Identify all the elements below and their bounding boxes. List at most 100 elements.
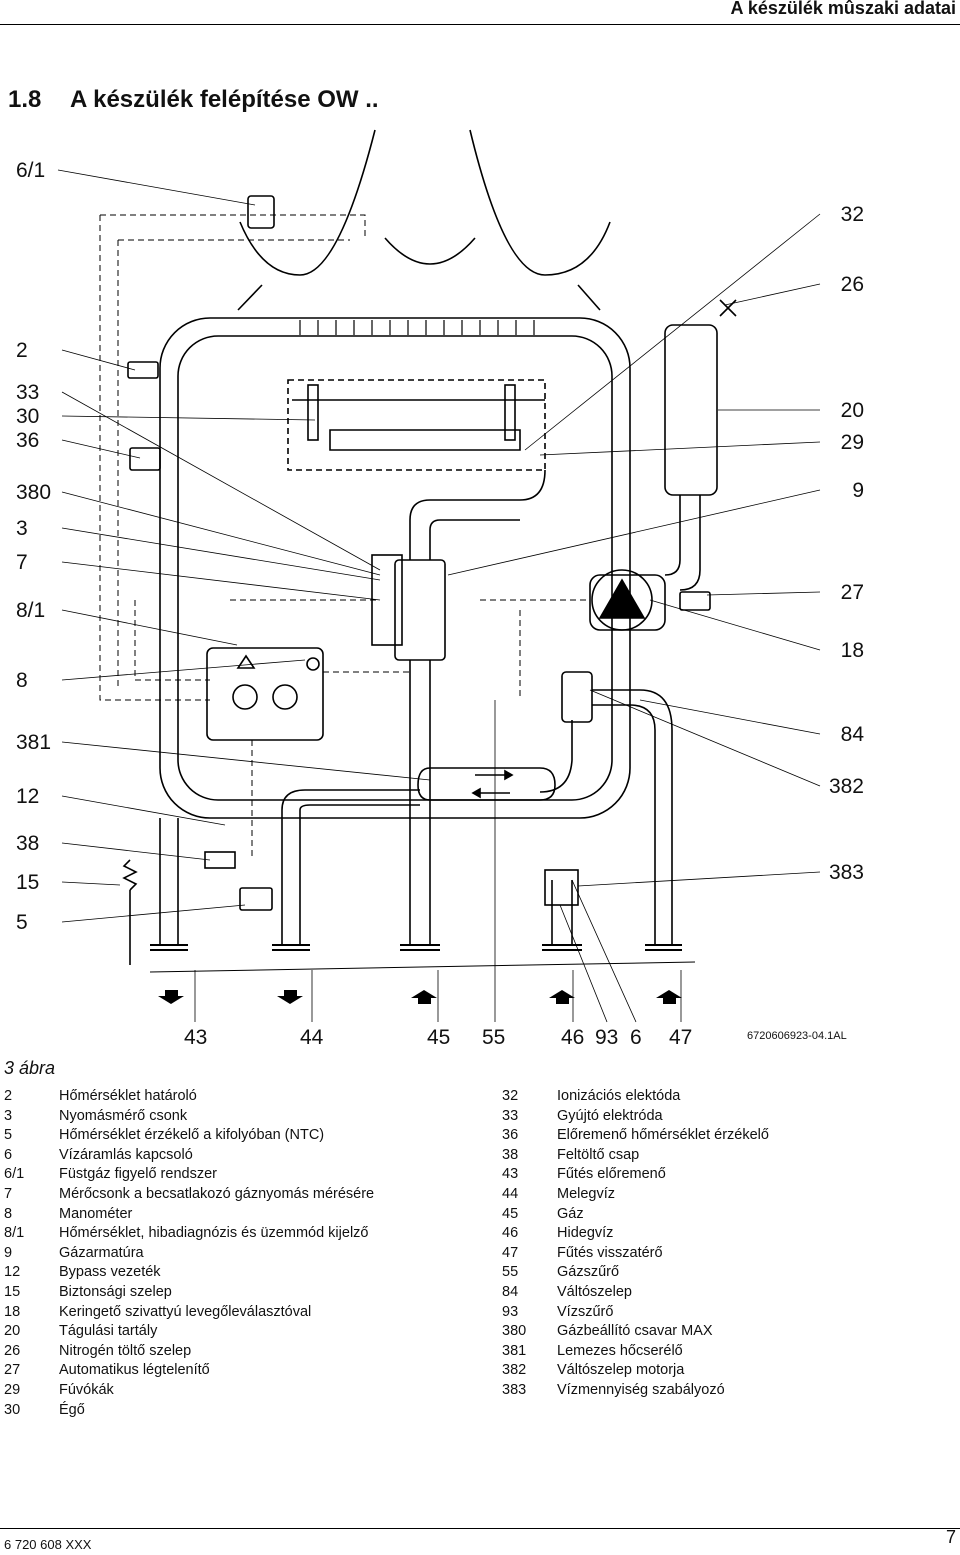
legend-text: Fúvókák xyxy=(59,1381,114,1398)
legend-text: Hidegvíz xyxy=(557,1225,614,1242)
legend-number: 30 xyxy=(4,1401,21,1418)
gas-valve xyxy=(394,559,446,661)
legend-item: 46 Hidegvíz xyxy=(502,1225,769,1245)
legend-number: 55 xyxy=(502,1264,519,1281)
callout-36: 36 xyxy=(16,429,40,452)
legend-text: Vízáramlás kapcsoló xyxy=(59,1146,193,1163)
callout-46: 46 xyxy=(561,1026,585,1049)
section-heading: A készülék felépítése OW .. xyxy=(70,86,379,113)
flue-hood-middle xyxy=(384,237,476,265)
leader-lines xyxy=(57,169,821,1023)
callout-27: 27 xyxy=(840,581,864,604)
figure-label: 3 ábra xyxy=(4,1058,56,1078)
callout-9: 9 xyxy=(852,479,864,502)
callout-381: 381 xyxy=(16,731,52,754)
ntc-sensor xyxy=(239,887,273,911)
legend-number: 15 xyxy=(4,1283,21,1300)
callout-8-1: 8/1 xyxy=(16,599,46,622)
temperature-limiter xyxy=(127,361,159,379)
legend-number: 7 xyxy=(4,1185,13,1202)
legend-text: Mérőcsonk a becsatlakozó gáznyomás mérés… xyxy=(59,1185,375,1202)
callout-2: 2 xyxy=(16,339,28,362)
legend-text: Tágulási tartály xyxy=(59,1323,158,1340)
legend-text: Fűtés visszatérő xyxy=(557,1244,663,1261)
callout-5: 5 xyxy=(16,911,28,934)
flow-temp-sensor xyxy=(129,447,161,471)
document-number: 6 720 608 XXX xyxy=(4,1537,92,1552)
legend-number: 44 xyxy=(502,1185,519,1202)
legend-number: 3 xyxy=(4,1107,13,1124)
callout-12: 12 xyxy=(16,785,40,808)
legend-number: 12 xyxy=(4,1264,21,1281)
callout-84: 84 xyxy=(840,723,864,746)
legend-item: 29 Fúvókák xyxy=(4,1382,374,1402)
callout-383: 383 xyxy=(828,861,864,884)
callout-3: 3 xyxy=(16,517,28,540)
fill-tap xyxy=(204,851,236,869)
wiring-dashed xyxy=(99,214,590,860)
legend-number: 38 xyxy=(502,1146,519,1163)
legend-number: 29 xyxy=(4,1381,21,1398)
legend-text: Gyújtó elektróda xyxy=(557,1107,663,1124)
legend-number: 84 xyxy=(502,1283,519,1300)
callout-15: 15 xyxy=(16,871,40,894)
section-title: 1.8 A készülék felépítése OW .. xyxy=(8,86,379,114)
flow-switch xyxy=(679,591,711,611)
callout-29: 29 xyxy=(840,431,864,454)
legend-item: 33 Gyújtó elektróda xyxy=(502,1108,769,1128)
legend-number: 43 xyxy=(502,1166,519,1183)
legend-text: Váltószelep motorja xyxy=(557,1362,685,1379)
legend-number: 33 xyxy=(502,1107,519,1124)
nitrogen-valve xyxy=(719,299,737,317)
legend-text: Nitrogén töltő szelep xyxy=(59,1342,192,1359)
legend-text: Automatikus légtelenítő xyxy=(59,1362,210,1379)
flue-hood-left xyxy=(239,129,376,276)
legend-text: Biztonsági szelep xyxy=(59,1283,172,1300)
legend-number: 380 xyxy=(502,1323,527,1340)
knob-left xyxy=(232,684,258,710)
legend-number: 383 xyxy=(502,1381,527,1398)
boiler-schematic xyxy=(57,129,821,1023)
legend-text: Előremenő hőmérséklet érzékelő xyxy=(557,1127,769,1144)
callout-7: 7 xyxy=(16,551,28,574)
burner-box xyxy=(287,379,546,471)
legend-number: 8 xyxy=(4,1205,13,1222)
heat-exchanger-fins xyxy=(299,320,535,335)
diverter-valve xyxy=(561,671,593,723)
legend-number: 6/1 xyxy=(4,1166,25,1183)
legend-text: Lemezes hőcserélő xyxy=(557,1342,683,1359)
callout-43: 43 xyxy=(184,1026,208,1049)
legend-item: 26 Nitrogén töltő szelep xyxy=(4,1343,374,1363)
callout-382: 382 xyxy=(828,775,864,798)
legend-text: Hőmérséklet, hibadiagnózis és üzemmód ki… xyxy=(59,1225,369,1242)
ionization-electrode xyxy=(504,384,516,441)
legend-text: Hőmérséklet érzékelő a kifolyóban (NTC) xyxy=(59,1127,325,1144)
legend-text: Gáz xyxy=(557,1205,584,1222)
legend-number: 46 xyxy=(502,1225,519,1242)
legend-text: Ionizációs elektóda xyxy=(557,1088,681,1104)
legend-number: 45 xyxy=(502,1205,519,1222)
callout-47: 47 xyxy=(669,1026,693,1049)
page-number: 7 xyxy=(945,1527,956,1547)
callout-55: 55 xyxy=(482,1026,506,1049)
knob-right xyxy=(272,684,298,710)
section-number: 1.8 xyxy=(8,86,42,113)
water-filter xyxy=(544,869,579,906)
legend-number: 26 xyxy=(4,1342,21,1359)
